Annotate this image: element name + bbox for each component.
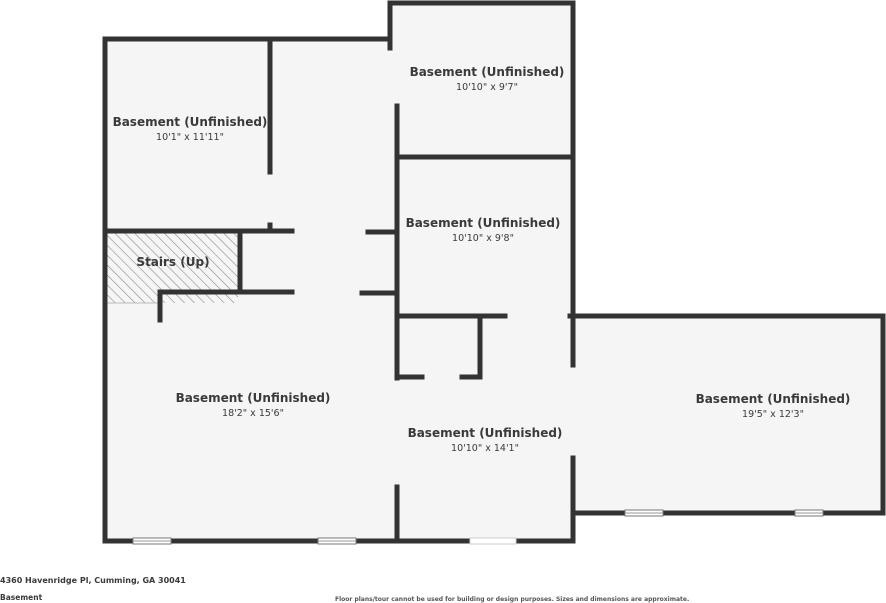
room-dimensions: 10'10" x 14'1"	[451, 443, 519, 454]
room-dimensions: 10'10" x 9'8"	[452, 233, 514, 244]
room-labels: Basement (Unfinished) 10'10" x 9'7" Base…	[113, 65, 851, 454]
floor-level-label: Basement	[0, 593, 43, 602]
stairs-label: Stairs (Up)	[136, 255, 209, 269]
disclaimer-text: Floor plans/tour cannot be used for buil…	[335, 596, 690, 603]
room-dimensions: 10'10" x 9'7"	[456, 82, 518, 93]
door-opening	[469, 537, 517, 545]
windows	[132, 509, 824, 545]
room-name: Basement (Unfinished)	[113, 115, 268, 129]
room-dimensions: 19'5" x 12'3"	[742, 409, 804, 420]
floor-area	[105, 3, 883, 541]
room-name: Basement (Unfinished)	[696, 392, 851, 406]
room-name: Basement (Unfinished)	[176, 391, 331, 405]
room-name: Basement (Unfinished)	[410, 65, 565, 79]
walls	[102, 0, 886, 544]
room-dimensions: 10'1" x 11'11"	[156, 132, 224, 143]
floor-plan: Basement (Unfinished) 10'10" x 9'7" Base…	[102, 0, 886, 545]
property-address: 4360 Havenridge Pl, Cumming, GA 30041	[0, 576, 186, 585]
room-dimensions: 18'2" x 15'6"	[222, 408, 284, 419]
room-name: Basement (Unfinished)	[406, 216, 561, 230]
outer-wall	[102, 36, 886, 544]
room-name: Basement (Unfinished)	[408, 426, 563, 440]
